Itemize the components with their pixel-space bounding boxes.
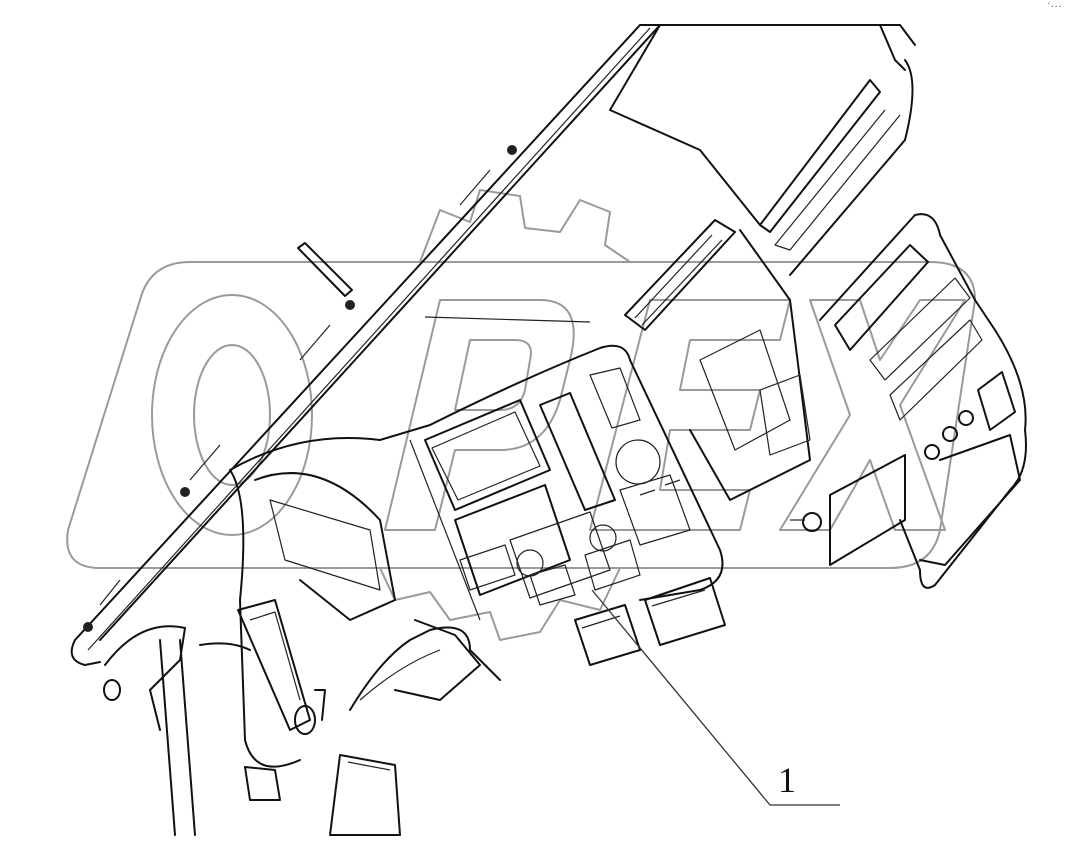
instrument-cluster-housing [229,344,726,768]
corner-mark: ´··· [1046,2,1062,11]
left-lower-panel [103,472,501,836]
right-side-trim-panel [819,213,1027,589]
callout-1: 1 [591,589,840,806]
center-vent-bracket [624,219,822,532]
callout-label-1: 1 [778,760,796,800]
switch-panel [454,474,691,606]
dashboard-top-cover [70,24,916,666]
